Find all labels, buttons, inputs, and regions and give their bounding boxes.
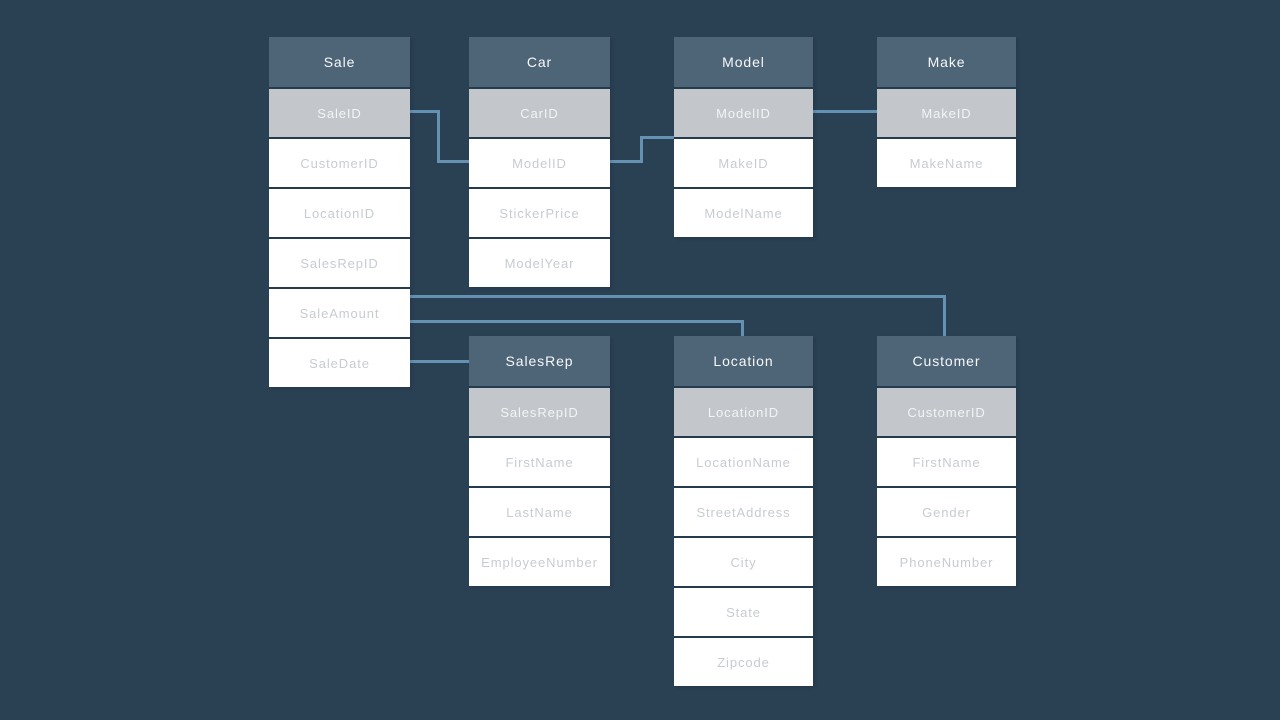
table-title-sale: Sale: [269, 37, 410, 87]
table-title-make: Make: [877, 37, 1016, 87]
field-row: LocationID: [269, 187, 410, 237]
connector-sale-to-car: [405, 109, 438, 113]
connector-sale-to-location: [740, 319, 744, 342]
field-row: State: [674, 586, 813, 636]
connector-sale-to-salesrep: [407, 359, 472, 363]
field-row: SaleDate: [269, 337, 410, 387]
connector-car-to-model: [606, 159, 641, 163]
connector-car-to-model: [641, 135, 677, 139]
connector-sale-to-car: [438, 159, 472, 163]
field-row: StreetAddress: [674, 486, 813, 536]
primary-key-row-customer: CustomerID: [877, 386, 1016, 436]
field-row: EmployeeNumber: [469, 536, 610, 586]
primary-key-row-location: LocationID: [674, 386, 813, 436]
table-title-model: Model: [674, 37, 813, 87]
table-title-salesrep: SalesRep: [469, 336, 610, 386]
connector-car-to-model: [639, 135, 643, 163]
field-row: City: [674, 536, 813, 586]
field-row: SaleAmount: [269, 287, 410, 337]
primary-key-row-sale: SaleID: [269, 87, 410, 137]
primary-key-row-car: CarID: [469, 87, 610, 137]
connector-sale-to-location: [407, 319, 742, 323]
field-row: ModelID: [469, 137, 610, 187]
field-row: CustomerID: [269, 137, 410, 187]
connector-sale-to-customer: [407, 294, 944, 298]
field-row: StickerPrice: [469, 187, 610, 237]
field-row: Zipcode: [674, 636, 813, 686]
field-row: Gender: [877, 486, 1016, 536]
field-row: SalesRepID: [269, 237, 410, 287]
primary-key-row-salesrep: SalesRepID: [469, 386, 610, 436]
connector-model-to-make: [810, 109, 880, 113]
table-title-car: Car: [469, 37, 610, 87]
field-row: MakeID: [674, 137, 813, 187]
table-title-customer: Customer: [877, 336, 1016, 386]
field-row: FirstName: [877, 436, 1016, 486]
field-row: PhoneNumber: [877, 536, 1016, 586]
primary-key-row-make: MakeID: [877, 87, 1016, 137]
field-row: FirstName: [469, 436, 610, 486]
table-title-location: Location: [674, 336, 813, 386]
field-row: MakeName: [877, 137, 1016, 187]
field-row: LastName: [469, 486, 610, 536]
field-row: ModelYear: [469, 237, 610, 287]
connector-sale-to-customer: [942, 294, 946, 342]
field-row: LocationName: [674, 436, 813, 486]
primary-key-row-model: ModelID: [674, 87, 813, 137]
connector-sale-to-car: [436, 109, 440, 163]
field-row: ModelName: [674, 187, 813, 237]
